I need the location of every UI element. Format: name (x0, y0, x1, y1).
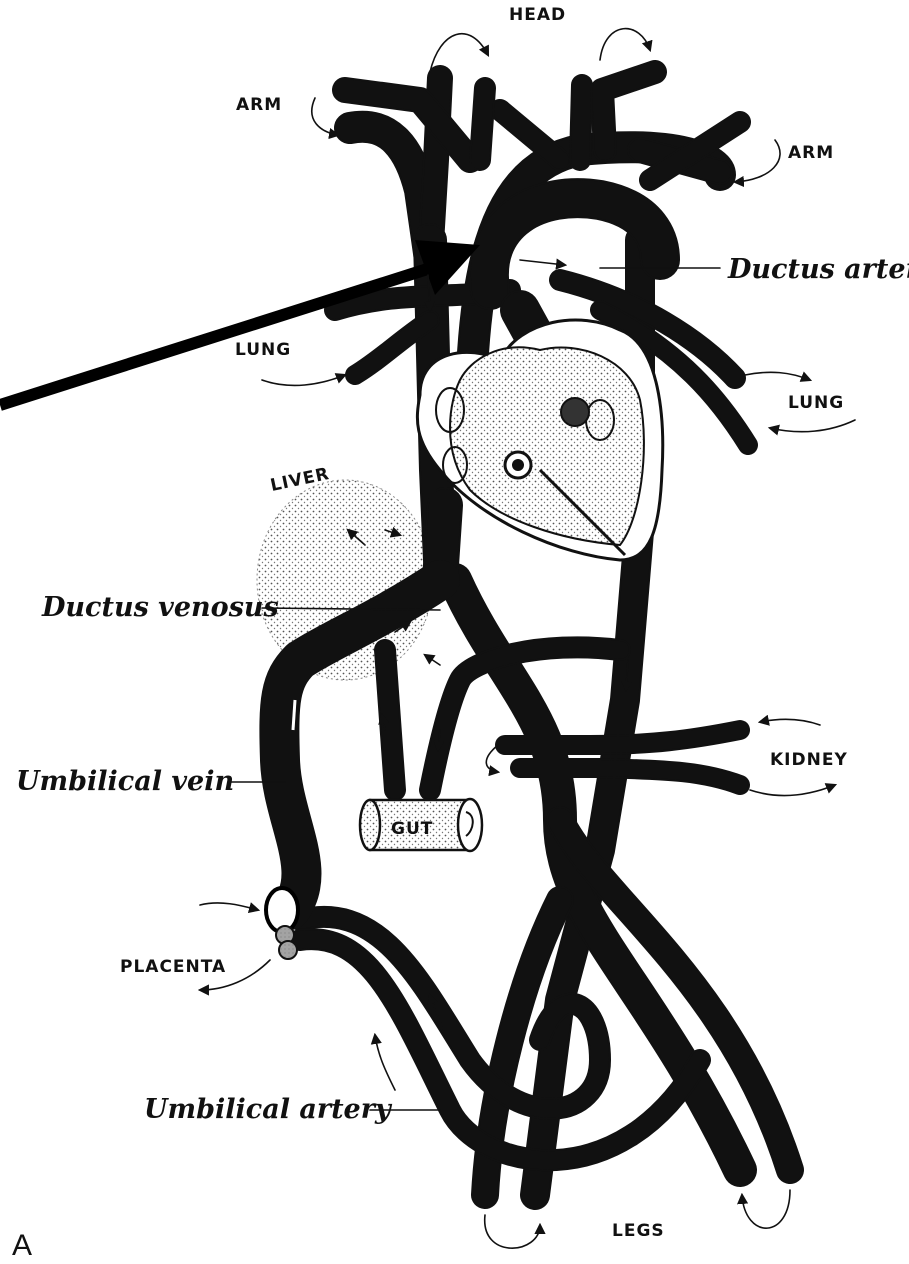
pointer-arrow (0, 240, 480, 405)
panel-label: A (12, 1229, 32, 1262)
label-umbilical-artery: Umbilical artery (144, 1094, 393, 1125)
label-lung-left: LUNG (235, 340, 291, 360)
label-placenta: PLACENTA (120, 957, 226, 977)
label-head: HEAD (509, 5, 566, 25)
label-arm-right: ARM (788, 143, 834, 163)
label-legs: LEGS (612, 1221, 665, 1241)
label-lung-right: LUNG (788, 393, 844, 413)
label-ductus-arteriosus: Ductus arter (727, 254, 909, 285)
label-umbilical-vein: Umbilical vein (16, 766, 234, 797)
label-gut: GUT (391, 819, 433, 839)
label-ductus-venosus: Ductus venosus (41, 592, 279, 623)
label-arm-left: ARM (236, 95, 282, 115)
label-kidney: KIDNEY (770, 750, 848, 770)
